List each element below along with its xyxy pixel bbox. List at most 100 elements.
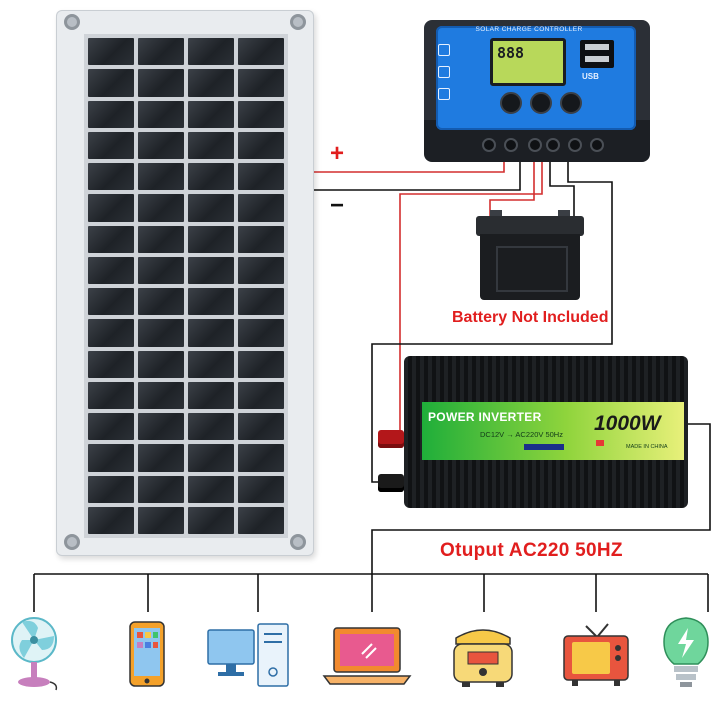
smartphone-icon — [129, 621, 165, 687]
terminal — [528, 138, 542, 152]
solar-cell-grid — [84, 34, 288, 538]
television-icon — [563, 623, 629, 686]
mounting-hole — [64, 14, 80, 30]
solar-cell — [188, 256, 234, 284]
solar-cell — [188, 475, 234, 503]
solar-cell — [188, 288, 234, 316]
solar-cell — [138, 319, 184, 347]
inverter-output-wire — [371, 423, 711, 574]
solar-charge-controller: SOLAR CHARGE CONTROLLER 888 USB — [424, 20, 650, 162]
solar-cell — [138, 288, 184, 316]
solar-cell — [238, 100, 284, 128]
solar-cell — [238, 288, 284, 316]
solar-cell — [138, 131, 184, 159]
solar-cell — [238, 256, 284, 284]
solar-cell — [188, 413, 234, 441]
inverter-spec: DC12V → AC220V 50Hz — [480, 430, 563, 439]
solar-cell — [238, 475, 284, 503]
solar-cell — [88, 288, 134, 316]
solar-cell — [188, 194, 234, 222]
inverter-positive-terminal — [378, 430, 404, 448]
inverter-negative-terminal — [378, 474, 404, 492]
controller-button[interactable] — [500, 92, 522, 114]
solar-cell — [238, 350, 284, 378]
inverter-brand: POWER INVERTER — [428, 410, 542, 424]
solar-cell — [238, 319, 284, 347]
solar-cell — [138, 163, 184, 191]
light-bulb-icon — [663, 617, 709, 687]
solar-cell — [88, 69, 134, 97]
solar-cell — [238, 506, 284, 534]
solar-cell — [138, 506, 184, 534]
solar-cell — [138, 256, 184, 284]
solar-cell — [238, 131, 284, 159]
solar-cell — [188, 131, 234, 159]
solar-cell — [88, 194, 134, 222]
terminal — [482, 138, 496, 152]
solar-cell — [188, 69, 234, 97]
solar-cell — [188, 163, 234, 191]
solar-cell — [238, 69, 284, 97]
solar-cell — [238, 38, 284, 66]
solar-cell — [188, 350, 234, 378]
solar-cell — [88, 319, 134, 347]
controller-button[interactable] — [560, 92, 582, 114]
panel-negative-wire — [314, 150, 521, 191]
solar-cell — [88, 131, 134, 159]
solar-cell — [238, 413, 284, 441]
controller-button[interactable] — [530, 92, 552, 114]
inverter-label-panel — [422, 402, 684, 460]
inverter-negative-wire — [371, 150, 613, 483]
solar-cell — [138, 100, 184, 128]
fan-icon — [11, 617, 58, 691]
solar-cell — [188, 100, 234, 128]
battery — [476, 210, 584, 300]
usb-port-icon — [580, 40, 614, 68]
solar-cell — [88, 413, 134, 441]
laptop-icon — [322, 627, 412, 685]
terminal — [568, 138, 582, 152]
solar-cell — [188, 225, 234, 253]
solar-cell — [138, 225, 184, 253]
positive-sign: + — [330, 140, 345, 167]
mounting-hole — [64, 534, 80, 550]
terminal — [504, 138, 518, 152]
solar-cell — [88, 506, 134, 534]
solar-cell — [188, 319, 234, 347]
solar-cell — [88, 475, 134, 503]
solar-cell — [88, 381, 134, 409]
display-value: 888 — [497, 44, 525, 62]
solar-cell — [188, 506, 234, 534]
controller-title: SOLAR CHARGE CONTROLLER — [475, 26, 583, 33]
rice-cooker-icon — [453, 629, 513, 687]
solar-cell — [138, 413, 184, 441]
solar-cell — [188, 381, 234, 409]
solar-cell — [188, 38, 234, 66]
solar-cell — [138, 444, 184, 472]
solar-cell — [238, 381, 284, 409]
solar-cell — [138, 350, 184, 378]
inverter-power: 1000W — [594, 412, 661, 435]
solar-cell — [238, 444, 284, 472]
solar-cell — [138, 381, 184, 409]
mounting-hole — [290, 534, 306, 550]
power-inverter: POWER INVERTER 1000W DC12V → AC220V 50Hz… — [404, 356, 688, 508]
solar-cell — [238, 163, 284, 191]
terminal — [590, 138, 604, 152]
solar-cell — [138, 38, 184, 66]
terminal — [546, 138, 560, 152]
solar-cell — [238, 225, 284, 253]
output-caption: Otuput AC220 50HZ — [440, 540, 623, 561]
solar-cell — [238, 194, 284, 222]
battery-negative-wire — [549, 150, 575, 222]
status-led — [596, 440, 604, 446]
solar-cell — [138, 69, 184, 97]
battery-caption: Battery Not Included — [452, 309, 609, 326]
battery-icon — [438, 66, 450, 78]
solar-cell — [138, 475, 184, 503]
usb-label: USB — [582, 72, 599, 81]
solar-panel — [56, 10, 314, 556]
solar-cell — [88, 38, 134, 66]
inverter-origin: MADE IN CHINA — [626, 444, 668, 450]
